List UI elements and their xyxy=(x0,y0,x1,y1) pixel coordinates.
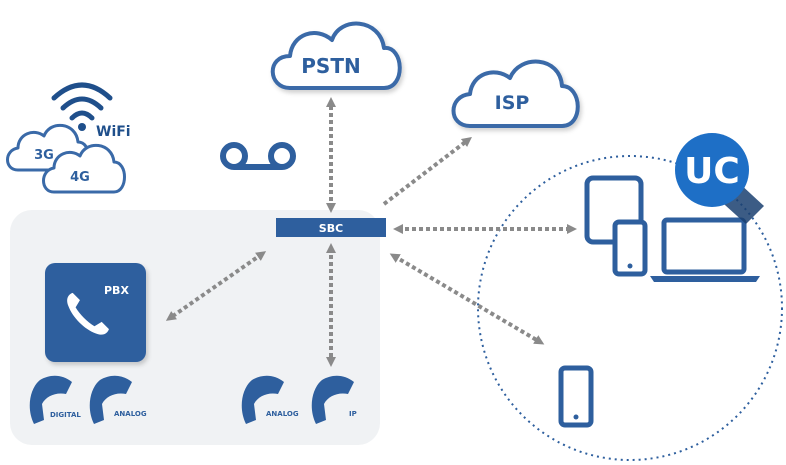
handset-ip-icon xyxy=(311,375,354,424)
pbx-box: PBX xyxy=(45,263,146,362)
sbc-box xyxy=(276,218,386,237)
4g-cloud: 4G xyxy=(42,144,126,194)
uc-badge-label: UC xyxy=(684,151,740,192)
wifi-label: WiFi xyxy=(96,124,131,140)
isp-cloud: ISP xyxy=(451,59,580,128)
4g-label: 4G xyxy=(70,170,90,185)
laptop-icon xyxy=(650,217,760,282)
handset-analog-right-icon xyxy=(241,375,284,424)
uc-badge: UC xyxy=(675,133,764,224)
pbx-label: PBX xyxy=(104,284,129,297)
analog-right-label: ANALOG xyxy=(266,410,299,418)
3g-label: 3G xyxy=(34,148,54,163)
ip-label: IP xyxy=(349,410,357,418)
voicemail-icon xyxy=(220,142,296,170)
wifi-icon xyxy=(51,82,113,131)
mobile-phone-icon xyxy=(558,365,594,428)
pstn-cloud: PSTN xyxy=(270,21,402,90)
handset-digital-icon xyxy=(29,375,73,424)
arrow-sbc-mobile xyxy=(389,253,545,345)
pbx-phone-icon xyxy=(67,292,109,335)
analog-left-label: ANALOG xyxy=(114,410,147,418)
sbc-label: SBC xyxy=(319,222,343,235)
digital-label: DIGITAL xyxy=(50,411,81,419)
pstn-label: PSTN xyxy=(301,54,360,78)
isp-label: ISP xyxy=(495,92,530,114)
remote-users-circle xyxy=(477,155,783,461)
handset-analog-left-icon xyxy=(89,375,132,424)
arrow-sbc-isp xyxy=(382,136,472,206)
arrow-sbc-pbx xyxy=(165,251,267,321)
smartphone-icon xyxy=(612,219,648,277)
